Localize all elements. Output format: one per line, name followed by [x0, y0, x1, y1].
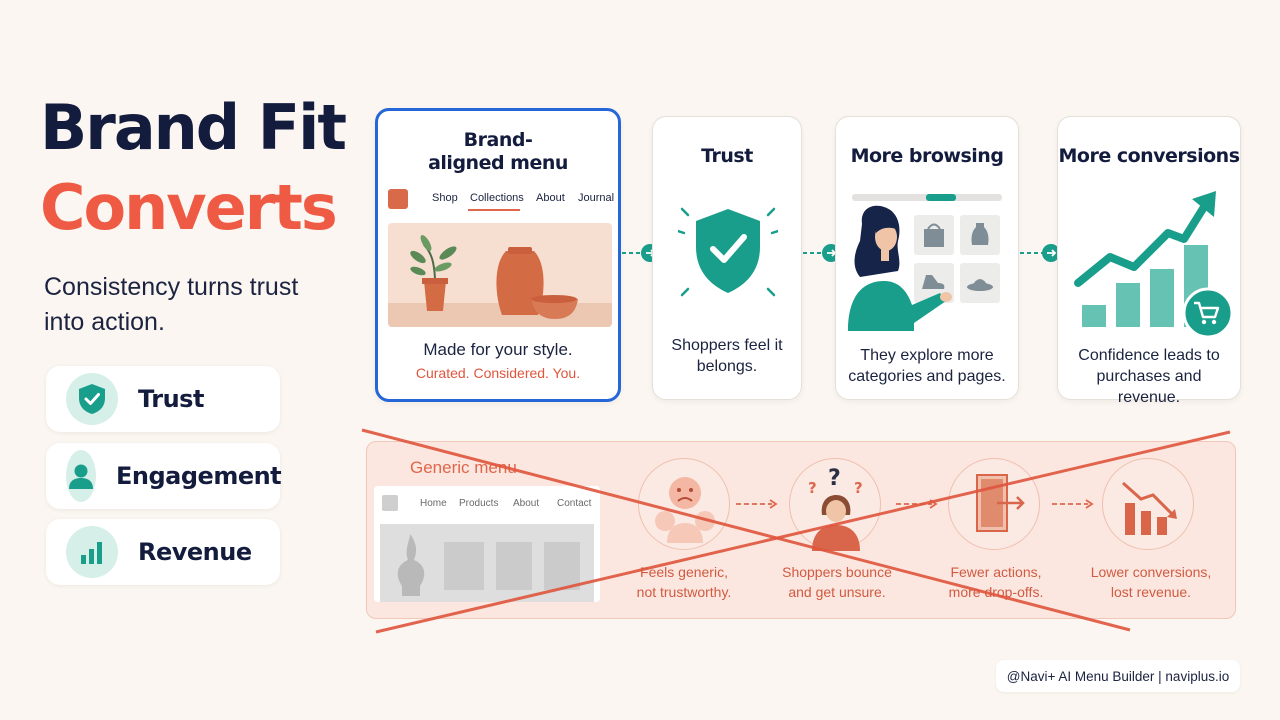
- logo-square: [388, 189, 408, 209]
- nav-item[interactable]: Contact: [557, 498, 592, 509]
- generic-step-text: Feels generic, not trustworthy.: [636, 564, 732, 600]
- nav-item[interactable]: About: [536, 192, 565, 204]
- brand-tagline-accent: Curated. Considered. You.: [415, 365, 581, 381]
- shield-check-icon: [678, 207, 778, 297]
- brand-aligned-card: Brand-aligned menu Shop Collections Abou…: [375, 108, 621, 402]
- pillar-trust: Trust: [46, 366, 280, 432]
- growth-chart-icon: [1074, 191, 1234, 339]
- generic-step-text: Lower conversions, lost revenue.: [1090, 564, 1212, 600]
- generic-step-text: Fewer actions, more drop-offs.: [948, 564, 1044, 600]
- pillar-engagement: Engagement: [46, 443, 282, 509]
- exit-door-icon: [976, 474, 1025, 532]
- title-line-2: Converts: [40, 171, 338, 244]
- shield-check-icon: [66, 373, 118, 425]
- generic-step-text: Shoppers bounce and get unsure.: [782, 564, 892, 600]
- hero-image: [388, 223, 612, 327]
- confused-shopper-bubble: ? ? ?: [789, 458, 881, 551]
- arrow-right-icon: [622, 244, 656, 262]
- brand-nav: Shop Collections About Journal: [388, 189, 614, 219]
- title-line-1: Brand Fit: [40, 91, 347, 164]
- nav-item[interactable]: Journal: [578, 192, 615, 204]
- logo-square: [382, 495, 398, 511]
- card-text: Shoppers feel it belongs.: [671, 337, 783, 375]
- dashed-arrow-icon: [896, 499, 938, 509]
- svg-text:?: ?: [854, 479, 863, 497]
- nav-item[interactable]: Collections: [470, 192, 524, 204]
- page-title: Brand Fit Converts: [40, 88, 360, 248]
- card-text: They explore more categories and pages.: [848, 347, 1006, 385]
- person-icon: [66, 450, 96, 502]
- question-person-icon: ? ? ?: [808, 466, 863, 551]
- generic-hero-image: [380, 524, 594, 602]
- nav-item[interactable]: Shop: [432, 192, 458, 204]
- conversions-card: More conversions Confidence leads to pur…: [1057, 116, 1241, 406]
- pillar-label: Trust: [138, 385, 204, 413]
- footer-credit: @Navi+ AI Menu Builder | naviplus.io: [996, 660, 1240, 692]
- pillar-label: Engagement: [116, 462, 282, 490]
- svg-text:?: ?: [808, 479, 817, 497]
- card-title: More conversions: [1058, 145, 1240, 167]
- brand-tagline: Made for your style.: [423, 340, 573, 359]
- nav-item[interactable]: Products: [459, 498, 499, 509]
- trust-card: Trust Shoppers feel it belongs.: [652, 116, 802, 400]
- svg-text:?: ?: [828, 466, 841, 491]
- sad-face-icon: [655, 477, 715, 543]
- card-text: Confidence leads to purchases and revenu…: [1078, 347, 1220, 406]
- subtitle: Consistency turns trust into action.: [44, 273, 299, 336]
- nav-item[interactable]: About: [513, 498, 540, 509]
- arrow-right-icon: [1020, 244, 1060, 262]
- dashed-arrow-icon: [1052, 499, 1094, 509]
- declining-chart-bubble: [1102, 458, 1194, 550]
- pillar-label: Revenue: [138, 538, 252, 566]
- bar-chart-icon: [66, 526, 118, 578]
- card-title: Trust: [701, 145, 753, 167]
- arrow-right-icon: [803, 244, 837, 262]
- dashed-arrow-icon: [736, 499, 778, 509]
- sad-face-bubble: [638, 458, 730, 550]
- declining-chart-icon: [1122, 481, 1177, 535]
- active-nav-underline: [468, 209, 520, 211]
- generic-menu-title: Generic menu: [410, 458, 517, 477]
- card-title: Brand-aligned menu: [428, 129, 568, 174]
- card-title: More browsing: [850, 145, 1004, 167]
- generic-menu-mockup: Home Products About Contact: [374, 486, 600, 602]
- pillar-revenue: Revenue: [46, 519, 280, 585]
- nav-item[interactable]: Home: [420, 498, 447, 509]
- exit-door-bubble: [948, 458, 1040, 550]
- browsing-card: More browsing They explore more categori…: [835, 116, 1019, 400]
- shopper-browsing-illustration: [848, 194, 1002, 331]
